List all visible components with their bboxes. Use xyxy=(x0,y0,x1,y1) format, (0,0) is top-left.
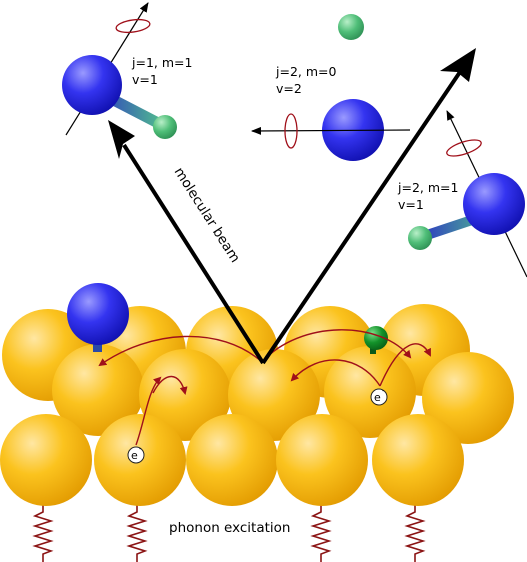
electron-right: e - xyxy=(370,387,388,406)
rotation-ellipse xyxy=(115,18,151,34)
electron-label: e xyxy=(131,449,138,462)
incoming-beam-arrow xyxy=(108,120,265,365)
molecule-top-center xyxy=(251,14,411,161)
molecule-right-state: j=2, m=1 xyxy=(397,180,458,195)
rotation-ellipse xyxy=(284,113,298,149)
scattered-beam-arrow xyxy=(261,48,476,365)
gold-atom xyxy=(52,344,144,436)
red-arrow xyxy=(135,376,162,446)
gold-atom xyxy=(422,352,514,444)
molecular-beam-label: molecular beam xyxy=(171,165,243,266)
red-arrow xyxy=(290,359,381,387)
red-arrow xyxy=(261,329,412,363)
gold-atom xyxy=(228,349,320,441)
energy-transfer-arrows xyxy=(98,329,431,446)
molecule-top-center-state: j=2, m=0 xyxy=(275,64,336,79)
gold-atom xyxy=(186,414,278,506)
gold-atom xyxy=(324,346,416,438)
adsorbed-blue-atom xyxy=(67,283,129,352)
gold-atom xyxy=(276,414,368,506)
molecule-top-left-state: j=1, m=1 xyxy=(131,55,192,70)
gold-atom xyxy=(0,414,92,506)
electron-sign: - xyxy=(139,445,142,453)
molecule-top-left xyxy=(62,2,177,139)
molecule-right xyxy=(408,110,527,278)
molecule-right-vib: v=1 xyxy=(398,197,424,212)
rotation-axis xyxy=(251,126,411,135)
spring-3 xyxy=(310,505,332,562)
electron-sign: - xyxy=(382,387,385,395)
molecule-top-center-vib: v=2 xyxy=(276,81,302,96)
phonon-springs xyxy=(32,505,426,562)
electron-label: e xyxy=(374,391,381,404)
spring-4 xyxy=(404,505,426,562)
spring-1 xyxy=(32,505,54,562)
gold-surface xyxy=(0,304,514,506)
gold-atom xyxy=(139,349,231,441)
red-arrow xyxy=(379,343,431,387)
electron-left: e - xyxy=(127,445,145,464)
spring-2 xyxy=(126,505,148,562)
adsorbed-green-atom xyxy=(364,326,388,354)
rotation-ellipse xyxy=(446,139,482,157)
red-arrow xyxy=(152,375,188,395)
phonon-excitation-label: phonon excitation xyxy=(169,520,290,536)
gold-atom xyxy=(372,414,464,506)
molecule-top-left-vib: v=1 xyxy=(132,72,158,87)
red-arrow xyxy=(98,335,263,367)
